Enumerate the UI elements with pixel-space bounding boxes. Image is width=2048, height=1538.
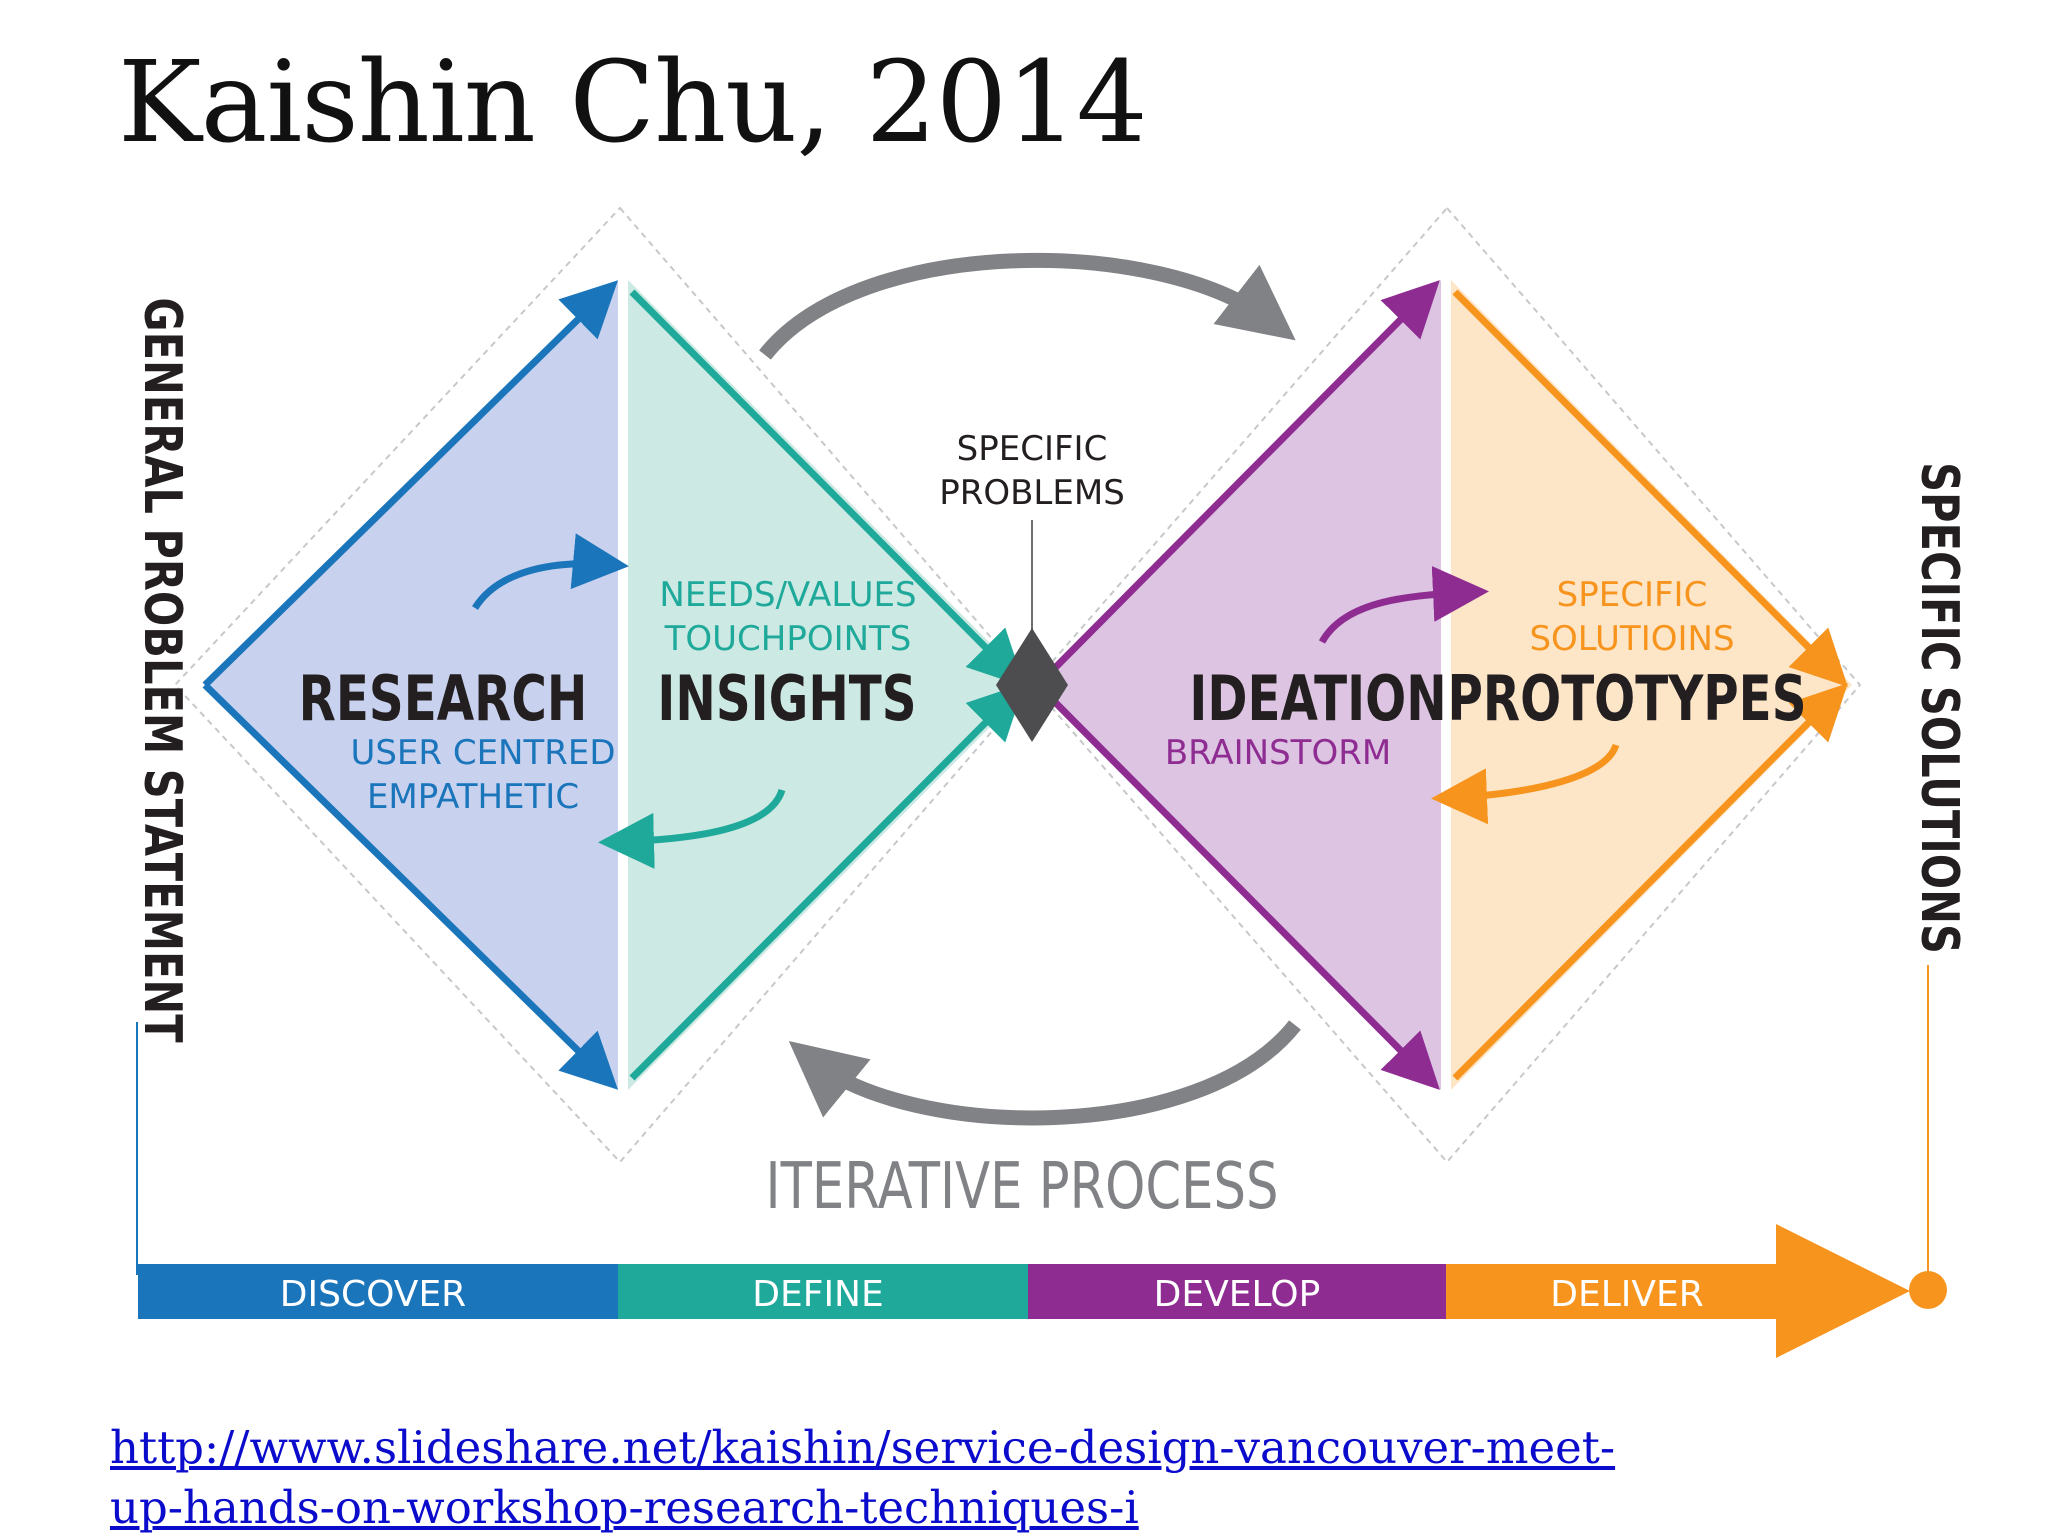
ideation-to-prototypes-arrow — [1318, 565, 1489, 644]
research-quadrant — [205, 280, 618, 1090]
research-to-insights-arrow — [472, 533, 629, 610]
prototypes-subtitle-line1: SPECIFIC — [1557, 575, 1708, 615]
phase-define-label: DEFINE — [752, 1274, 883, 1315]
general-problem-statement-label: GENERAL PROBLEM STATEMENT — [132, 297, 193, 1042]
ideation-subtitle: BRAINSTORM — [1165, 733, 1391, 773]
phase-develop-label: DEVELOP — [1154, 1274, 1321, 1315]
phase-discover-label: DISCOVER — [280, 1274, 466, 1315]
phase-deliver-bar — [1446, 1264, 1778, 1319]
prototypes-title: PROTOTYPES — [1447, 663, 1806, 735]
double-diamond-diagram: RESEARCH USER CENTRED EMPATHETIC NEEDS/V… — [132, 206, 1970, 1358]
phase-deliver-label: DELIVER — [1550, 1274, 1704, 1315]
ideation-diverge-arrow-down — [1035, 682, 1440, 1090]
insights-converge-arrow-top — [629, 289, 1025, 687]
iterative-arc-top-arrow — [759, 253, 1296, 360]
insights-subtitle-line2: TOUCHPOINTS — [664, 619, 912, 659]
prototypes-converge-arrow-top — [1452, 289, 1848, 687]
insights-title: INSIGHTS — [657, 663, 916, 735]
specific-solutions-label: SPECIFIC SOLUTIONS — [1909, 462, 1970, 954]
research-diverge-arrow-down — [202, 682, 618, 1090]
insights-converge-arrow-bottom — [629, 683, 1025, 1081]
source-link[interactable]: http://www.slideshare.net/kaishin/servic… — [110, 1418, 1750, 1538]
phase-bar-arrowhead — [1776, 1224, 1910, 1358]
specific-problems-label-line2: PROBLEMS — [939, 473, 1125, 513]
phase-define-bar — [618, 1264, 1028, 1319]
specific-problems-label-line1: SPECIFIC — [957, 429, 1108, 469]
right-diamond-outline — [1030, 206, 1862, 1164]
insights-to-research-arrow — [598, 788, 786, 869]
specific-problems-diamond-icon — [996, 628, 1068, 742]
end-point-dot — [1909, 1271, 1947, 1309]
prototypes-to-ideation-arrow — [1431, 743, 1620, 825]
insights-quadrant — [628, 280, 1032, 1090]
phase-develop-bar — [1028, 1264, 1446, 1319]
research-subtitle-line1: USER CENTRED — [350, 733, 615, 773]
insights-subtitle-line1: NEEDS/VALUES — [659, 575, 916, 615]
source-link-line1: http://www.slideshare.net/kaishin/servic… — [110, 1421, 1616, 1474]
slide-title: Kaishin Chu, 2014 — [118, 38, 1148, 168]
source-link-line2: up-hands-on-workshop-research-techniques… — [110, 1481, 1139, 1534]
prototypes-quadrant — [1451, 280, 1852, 1090]
phase-discover-bar — [138, 1264, 618, 1319]
iterative-arc-bottom-arrow — [788, 1020, 1301, 1126]
research-diverge-arrow-up — [202, 280, 618, 688]
ideation-title: IDEATION — [1189, 663, 1446, 735]
left-diamond-outline — [173, 206, 1034, 1164]
iterative-process-label: ITERATIVE PROCESS — [765, 1148, 1278, 1223]
prototypes-subtitle-line2: SOLUTIOINS — [1529, 619, 1734, 659]
ideation-quadrant — [1035, 280, 1441, 1090]
research-title: RESEARCH — [299, 663, 588, 735]
prototypes-converge-arrow-bottom — [1452, 683, 1848, 1081]
ideation-diverge-arrow-up — [1035, 280, 1440, 688]
research-subtitle-line2: EMPATHETIC — [367, 777, 579, 817]
